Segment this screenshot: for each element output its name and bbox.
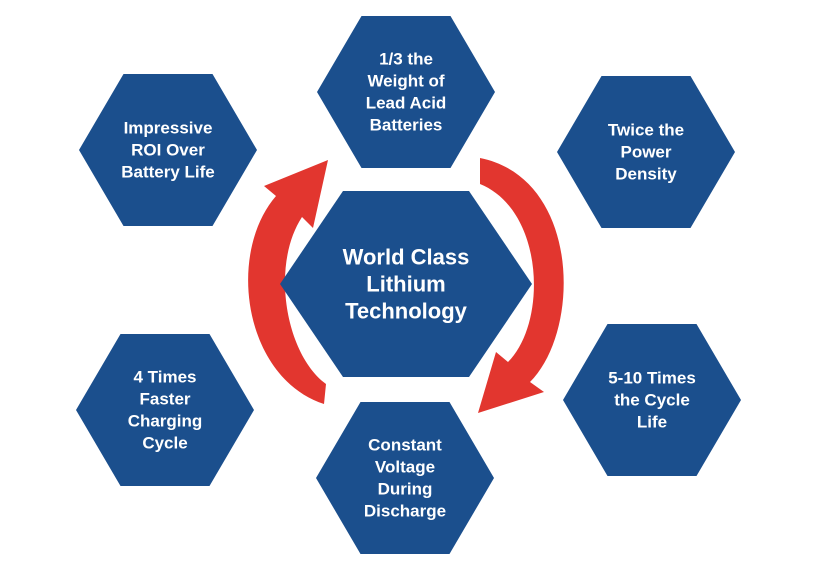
hexagon-text-line: Discharge	[364, 502, 446, 521]
left-curved-arrow	[248, 160, 328, 404]
hexagon-text-line: Charging	[128, 412, 203, 431]
hexagon-text-line: Life	[637, 413, 667, 432]
hexagon-text-line: Lithium	[366, 272, 445, 297]
hexagon-text-line: Technology	[345, 299, 468, 324]
hexagon-text-line: the Cycle	[614, 391, 690, 410]
hexagon-text-line: Constant	[368, 436, 442, 455]
hexagon-text-line: During	[378, 480, 433, 499]
benefit-hexagon-shape	[317, 16, 495, 168]
center-hexagon-shape	[280, 191, 532, 377]
cycle-arrows	[248, 158, 564, 413]
hexagon-text-line: Batteries	[370, 116, 443, 135]
benefit-hexagon-shape	[563, 324, 741, 476]
benefit-hexagon-shape	[76, 334, 254, 486]
hexagon-text-line: Density	[615, 165, 677, 184]
hexagon-text-line: 5-10 Times	[608, 369, 696, 388]
hexagon-text-line: Twice the	[608, 121, 684, 140]
hexagon-text-line: Battery Life	[121, 163, 215, 182]
hexagon-text-line: 4 Times	[133, 368, 196, 387]
hexagon-text-line: Lead Acid	[366, 94, 447, 113]
hexagon-text-line: World Class	[343, 245, 470, 270]
hexagon-text-line: Voltage	[375, 458, 435, 477]
benefit-hexagon-shape	[316, 402, 494, 554]
hexagon-text-line: ROI Over	[131, 141, 205, 160]
hexagon-text-line: Cycle	[142, 434, 187, 453]
benefit-hexagon-shape	[557, 76, 735, 228]
hexagon-text-line: 1/3 the	[379, 50, 433, 69]
hexagon-text-line: Faster	[139, 390, 190, 409]
hexagon-text-line: Impressive	[124, 119, 213, 138]
right-curved-arrow	[478, 158, 564, 413]
hexagon-text-line: Power	[620, 143, 671, 162]
benefit-hexagon-shape	[79, 74, 257, 226]
hexagon-text-line: Weight of	[367, 72, 444, 91]
